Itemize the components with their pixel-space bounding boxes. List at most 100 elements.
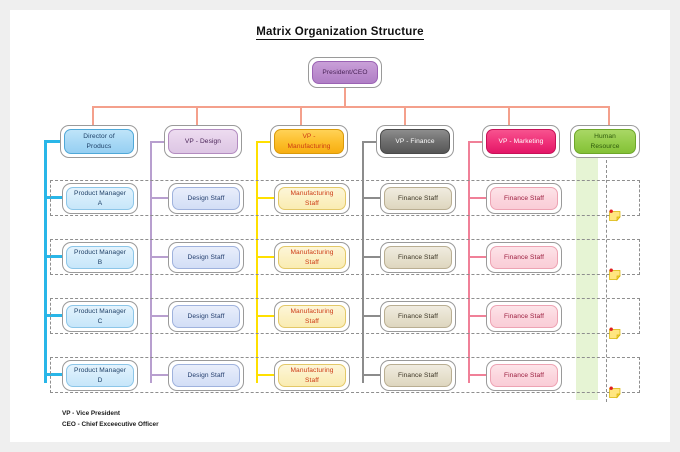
node-vp-finance[interactable]: VP - Finance [376, 125, 454, 158]
ceo-stem-connector [344, 87, 346, 107]
node-product-manager-b-label: Product Manager B [66, 246, 134, 269]
finance-row-connector-3 [362, 315, 382, 317]
node-president-ceo-label: President/CEO [312, 61, 378, 84]
page-title-text: Matrix Organization Structure [256, 26, 424, 40]
node-human-resource-label: Human Resource [574, 129, 636, 154]
node-manufacturing-staff-1-label: Manufacturing Staff [278, 187, 346, 210]
node-marketing-staff-2-label: Finance Staff [490, 246, 558, 269]
node-vp-finance-label: VP - Finance [380, 129, 450, 154]
row-band-4 [50, 357, 640, 393]
node-design-staff-2-label: Design Staff [172, 246, 240, 269]
node-design-staff-3[interactable]: Design Staff [168, 301, 244, 332]
manufacturing-row-connector-3 [256, 315, 276, 317]
node-product-manager-c[interactable]: Product Manager C [62, 301, 138, 332]
finance-head-connector [362, 141, 382, 143]
node-manufacturing-staff-4[interactable]: Manufacturing Staff [274, 360, 350, 391]
manufacturing-row-connector-2 [256, 256, 276, 258]
design-row-connector-1 [150, 197, 170, 199]
node-design-staff-4-label: Design Staff [172, 364, 240, 387]
products-vertical-connector [44, 140, 47, 383]
design-head-connector [150, 141, 170, 143]
node-marketing-staff-2[interactable]: Finance Staff [486, 242, 562, 273]
manufacturing-vertical-connector [256, 141, 258, 383]
node-finance-staff-1-label: Finance Staff [384, 187, 452, 210]
marketing-row-connector-1 [468, 197, 488, 199]
node-design-staff-2[interactable]: Design Staff [168, 242, 244, 273]
hr-column-band [576, 155, 598, 400]
manufacturing-row-connector-4 [256, 374, 276, 376]
marketing-row-connector-4 [468, 374, 488, 376]
manufacturing-row-connector-1 [256, 197, 276, 199]
node-product-manager-c-label: Product Manager C [66, 305, 134, 328]
row-band-2 [50, 239, 640, 275]
ceo-bus-connector [92, 106, 610, 108]
node-manufacturing-staff-2-label: Manufacturing Staff [278, 246, 346, 269]
products-row-connector-2 [44, 255, 66, 258]
node-manufacturing-staff-3-label: Manufacturing Staff [278, 305, 346, 328]
manufacturing-head-connector [256, 141, 276, 143]
marketing-row-connector-2 [468, 256, 488, 258]
node-design-staff-1[interactable]: Design Staff [168, 183, 244, 214]
marketing-row-connector-3 [468, 315, 488, 317]
node-design-staff-4[interactable]: Design Staff [168, 360, 244, 391]
node-product-manager-a[interactable]: Product Manager A [62, 183, 138, 214]
node-director-of-products-label: Director of Producs [64, 129, 134, 154]
node-manufacturing-staff-1[interactable]: Manufacturing Staff [274, 183, 350, 214]
node-marketing-staff-3[interactable]: Finance Staff [486, 301, 562, 332]
finance-row-connector-4 [362, 374, 382, 376]
node-vp-manufacturing[interactable]: VP - Manufacturing [270, 125, 348, 158]
ceo-drop-connector-2 [196, 106, 198, 125]
sticky-note-icon-4[interactable] [608, 386, 623, 399]
products-row-connector-1 [44, 196, 66, 199]
node-finance-staff-4-label: Finance Staff [384, 364, 452, 387]
node-vp-marketing[interactable]: VP - Marketing [482, 125, 560, 158]
node-manufacturing-staff-4-label: Manufacturing Staff [278, 364, 346, 387]
finance-row-connector-1 [362, 197, 382, 199]
node-marketing-staff-4[interactable]: Finance Staff [486, 360, 562, 391]
node-finance-staff-1[interactable]: Finance Staff [380, 183, 456, 214]
marketing-vertical-connector [468, 141, 470, 383]
node-vp-design[interactable]: VP - Design [164, 125, 242, 158]
diagram-canvas: Matrix Organization Structure [10, 10, 670, 442]
sticky-note-icon-3[interactable] [608, 327, 623, 340]
node-product-manager-d[interactable]: Product Manager D [62, 360, 138, 391]
design-vertical-connector [150, 141, 152, 383]
node-marketing-staff-3-label: Finance Staff [490, 305, 558, 328]
node-product-manager-d-label: Product Manager D [66, 364, 134, 387]
row-band-3 [50, 298, 640, 334]
ceo-drop-connector-6 [608, 106, 610, 125]
ceo-drop-connector-4 [404, 106, 406, 125]
ceo-drop-connector-3 [300, 106, 302, 125]
finance-vertical-connector [362, 141, 364, 383]
sticky-note-icon-2[interactable] [608, 268, 623, 281]
finance-row-connector-2 [362, 256, 382, 258]
node-finance-staff-2-label: Finance Staff [384, 246, 452, 269]
products-row-connector-4 [44, 373, 66, 376]
node-president-ceo[interactable]: President/CEO [308, 57, 382, 88]
node-vp-design-label: VP - Design [168, 129, 238, 154]
node-human-resource[interactable]: Human Resource [570, 125, 640, 158]
node-vp-manufacturing-label: VP - Manufacturing [274, 129, 344, 154]
sticky-note-icon-1[interactable] [608, 209, 623, 222]
hr-column-dashed-guide [606, 160, 607, 402]
node-finance-staff-3[interactable]: Finance Staff [380, 301, 456, 332]
node-manufacturing-staff-3[interactable]: Manufacturing Staff [274, 301, 350, 332]
ceo-drop-connector-1 [92, 106, 94, 125]
design-row-connector-2 [150, 256, 170, 258]
node-finance-staff-4[interactable]: Finance Staff [380, 360, 456, 391]
node-product-manager-b[interactable]: Product Manager B [62, 242, 138, 273]
node-marketing-staff-4-label: Finance Staff [490, 364, 558, 387]
ceo-drop-connector-5 [508, 106, 510, 125]
node-marketing-staff-1-label: Finance Staff [490, 187, 558, 210]
node-design-staff-1-label: Design Staff [172, 187, 240, 210]
design-row-connector-4 [150, 374, 170, 376]
node-marketing-staff-1[interactable]: Finance Staff [486, 183, 562, 214]
products-head-connector [44, 140, 66, 143]
node-vp-marketing-label: VP - Marketing [486, 129, 556, 154]
node-manufacturing-staff-2[interactable]: Manufacturing Staff [274, 242, 350, 273]
node-design-staff-3-label: Design Staff [172, 305, 240, 328]
marketing-head-connector [468, 141, 488, 143]
node-finance-staff-2[interactable]: Finance Staff [380, 242, 456, 273]
node-director-of-products[interactable]: Director of Producs [60, 125, 138, 158]
legend-abbreviations: VP - Vice President CEO - Chief Exceecut… [62, 410, 159, 429]
